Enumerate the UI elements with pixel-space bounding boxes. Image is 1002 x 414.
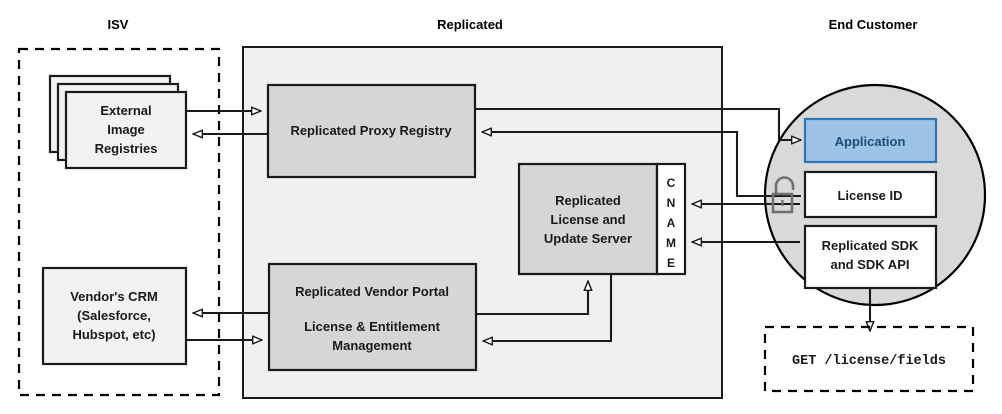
vendor-portal-label-line-1: Replicated Vendor Portal xyxy=(295,284,449,299)
replicated-sdk-label-line-2: and SDK API xyxy=(831,257,910,272)
vendor-portal-label-line-2: License & Entitlement xyxy=(304,319,440,334)
license-server-label-line-3: Update Server xyxy=(544,231,632,246)
node-cname-strip[interactable]: C N A M E xyxy=(655,162,687,276)
license-server-label-line-1: Replicated xyxy=(555,193,621,208)
registry-label-line-1: External xyxy=(100,103,151,118)
license-update-server-box xyxy=(517,162,659,276)
unlock-icon xyxy=(771,176,795,214)
cname-letter-n: N xyxy=(667,196,676,210)
zone-isv-label: ISV xyxy=(108,17,129,32)
registry-stack-front xyxy=(64,90,188,170)
node-vendors-crm[interactable]: Vendor's CRM (Salesforce, Hubspot, etc) xyxy=(41,266,188,366)
connector-application-to-proxy xyxy=(482,132,801,198)
zone-replicated-label: Replicated xyxy=(437,17,503,32)
zone-isv-boundary xyxy=(17,47,221,397)
proxy-registry-box xyxy=(266,83,477,179)
node-external-image-registries[interactable]: External Image Registries xyxy=(48,74,188,170)
cname-letter-c: C xyxy=(667,176,676,190)
vendors-crm-label-line-1: Vendor's CRM xyxy=(70,289,158,304)
connector-vendor-portal-to-license-server xyxy=(476,281,588,316)
vendor-portal-box xyxy=(267,262,478,372)
node-api-request[interactable]: GET /license/fields xyxy=(763,325,975,393)
cname-letter-e: E xyxy=(667,256,675,270)
cname-letter-a: A xyxy=(667,216,676,230)
license-id-label: License ID xyxy=(837,188,902,203)
license-id-box xyxy=(803,170,938,219)
api-request-boundary xyxy=(763,325,975,393)
zone-end-customer-label: End Customer xyxy=(829,17,918,32)
node-replicated-sdk[interactable]: Replicated SDK and SDK API xyxy=(803,224,938,290)
registry-label-line-3: Registries xyxy=(95,141,158,156)
api-request-label: GET /license/fields xyxy=(792,354,946,369)
registry-label-line-2: Image xyxy=(107,122,145,137)
node-license-id[interactable]: License ID xyxy=(803,170,938,219)
replicated-sdk-label-line-1: Replicated SDK xyxy=(822,238,919,253)
replicated-sdk-box xyxy=(803,224,938,290)
application-box xyxy=(803,117,938,164)
cname-letter-m: M xyxy=(666,236,676,250)
vendors-crm-label-line-2: (Salesforce, xyxy=(77,308,151,323)
proxy-registry-label: Replicated Proxy Registry xyxy=(290,123,452,138)
node-application[interactable]: Application xyxy=(803,117,938,164)
connector-proxy-to-application xyxy=(475,107,801,140)
cname-box xyxy=(655,162,687,276)
vendors-crm-label-line-3: Hubspot, etc) xyxy=(72,327,155,342)
application-label: Application xyxy=(835,134,906,149)
node-vendor-portal[interactable]: Replicated Vendor Portal License & Entit… xyxy=(267,262,478,372)
connector-license-server-to-vendor-portal xyxy=(483,274,613,341)
vendor-portal-label-line-3: Management xyxy=(332,338,412,353)
license-server-label-line-2: License and xyxy=(550,212,625,227)
node-license-update-server[interactable]: Replicated License and Update Server xyxy=(517,162,659,276)
vendors-crm-box xyxy=(41,266,188,366)
node-proxy-registry[interactable]: Replicated Proxy Registry xyxy=(266,83,477,179)
zone-isv: ISV xyxy=(17,17,221,397)
